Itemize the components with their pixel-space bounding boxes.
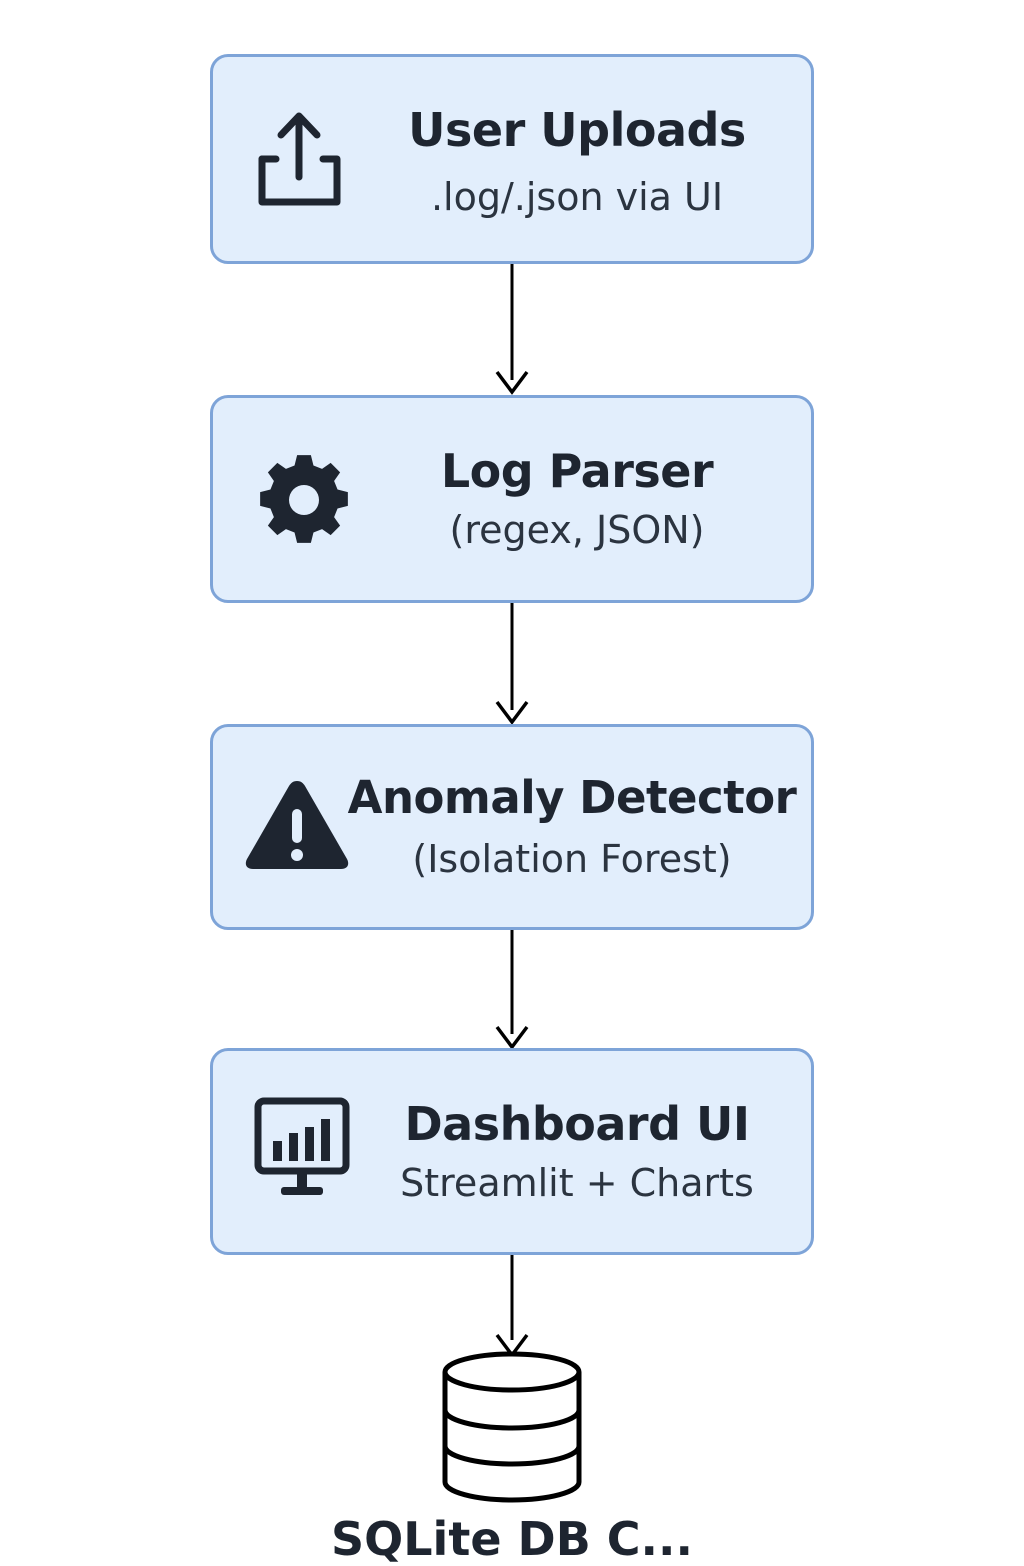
warning-icon [241, 771, 353, 881]
node-dashboard-ui: Dashboard UI Streamlit + Charts [210, 1048, 814, 1255]
node-subtitle: (Isolation Forest) [412, 837, 732, 881]
monitor-chart-icon [247, 1095, 357, 1205]
node-subtitle: (regex, JSON) [449, 508, 705, 552]
database-icon [442, 1351, 582, 1503]
arrow-3 [495, 930, 529, 1050]
upload-icon [247, 107, 357, 217]
node-title: Anomaly Detector [347, 771, 797, 824]
node-title: User Uploads [408, 103, 746, 157]
gear-icon [247, 443, 357, 553]
database-label: SQLite DB C... [331, 1512, 693, 1566]
node-title: Log Parser [440, 444, 714, 498]
node-log-parser: Log Parser (regex, JSON) [210, 395, 814, 603]
node-subtitle: Streamlit + Charts [400, 1161, 754, 1205]
node-user-uploads: User Uploads .log/.json via UI [210, 54, 814, 264]
node-subtitle: .log/.json via UI [430, 175, 724, 219]
arrow-4 [495, 1255, 529, 1358]
node-anomaly-detector: Anomaly Detector (Isolation Forest) [210, 724, 814, 930]
arrow-1 [495, 264, 529, 395]
arrow-2 [495, 603, 529, 725]
node-title: Dashboard UI [404, 1097, 750, 1151]
